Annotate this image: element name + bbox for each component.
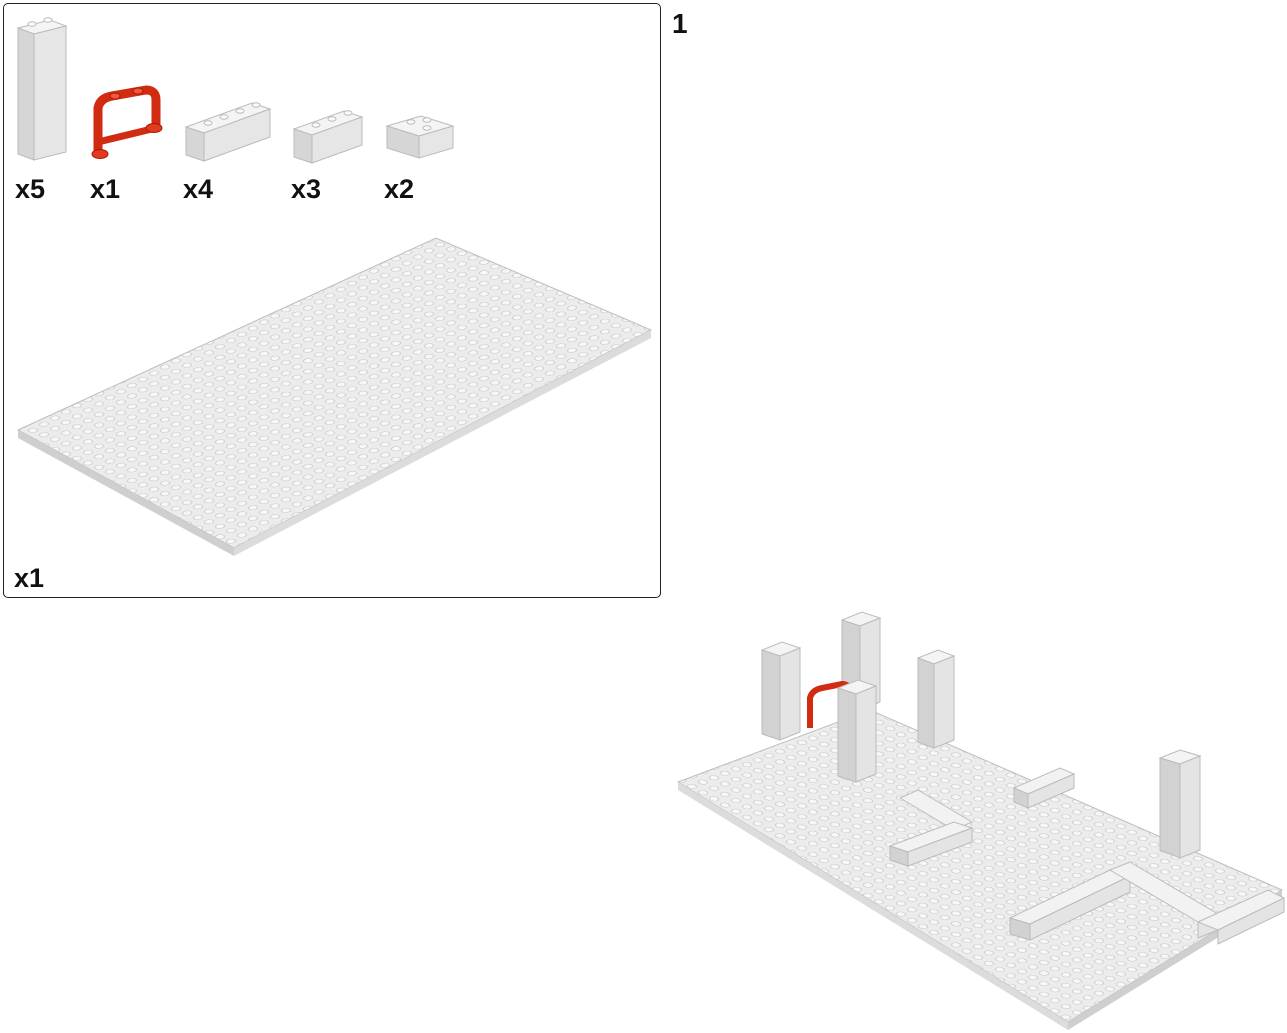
part-quantity-brick-tall: x5 (15, 174, 46, 204)
part-quantity-brick-1x4: x4 (183, 174, 214, 204)
brick-1x2x5-icon (16, 17, 68, 161)
part-quantity-brick-1x2: x2 (384, 174, 415, 204)
brick-1x3-icon (292, 110, 364, 164)
brick-1x4-icon (184, 102, 272, 162)
brick-1x2-icon (385, 115, 455, 159)
baseplate-quantity: x1 (14, 563, 45, 593)
baseplate-icon (16, 237, 653, 556)
assembled-model-icon (676, 611, 1286, 1030)
tall-brick-5 (1158, 749, 1202, 859)
part-quantity-brick-1x3: x3 (291, 174, 322, 204)
tall-brick-1 (760, 641, 802, 741)
part-quantity-fence: x1 (90, 174, 121, 204)
red-fence-icon (91, 85, 163, 159)
tall-brick-3 (836, 679, 878, 783)
tall-brick-4 (916, 649, 956, 749)
step-number: 1 (672, 8, 688, 39)
